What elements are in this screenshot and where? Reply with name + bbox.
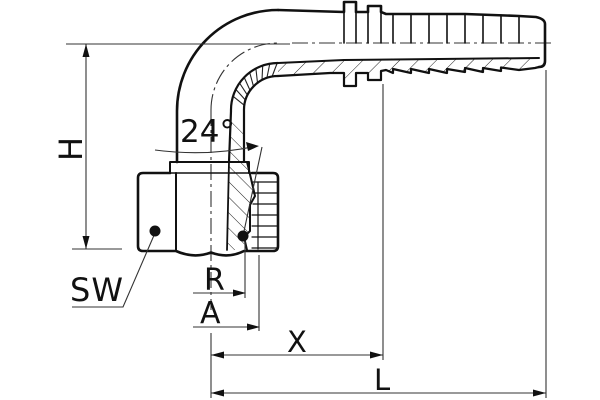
cone-flank-line (242, 146, 263, 237)
centerlines (210, 42, 553, 310)
dimensions (66, 43, 547, 398)
label-r: R (204, 263, 225, 298)
label-angle: 24° (180, 114, 235, 150)
sw-leader-line (72, 232, 156, 308)
h-arrow-up (82, 44, 90, 57)
hatch-bend-rungs (232, 62, 278, 106)
dimension-labels: 24° H SW R A X L (52, 114, 390, 397)
label-l: L (374, 363, 390, 397)
label-x: X (287, 325, 307, 359)
section-hatching (227, 58, 544, 250)
nipple-bore-line (277, 57, 540, 64)
x-arrow-left (211, 351, 224, 359)
label-h: H (52, 137, 90, 161)
angle-arrow (246, 142, 259, 151)
thread-lines (251, 181, 278, 250)
bend-outer-arc (175, 8, 280, 164)
bend-bore-line (227, 61, 280, 164)
dimension-r (193, 241, 246, 298)
label-sw: SW (70, 271, 124, 309)
fitting-outline (136, 0, 547, 257)
dimension-x (210, 84, 384, 398)
r-arrow (233, 289, 246, 297)
dimension-h (66, 43, 290, 250)
l-arrow-right (533, 389, 546, 397)
l-arrow-left (211, 389, 224, 397)
dimension-l (211, 70, 547, 398)
h-arrow-down (82, 236, 90, 249)
nut-outline (136, 171, 280, 257)
hatch-vertical-wall (229, 120, 244, 162)
collar-ring-edges (343, 1, 382, 44)
hatch-cone-zone (227, 162, 255, 250)
dimension-angle (154, 142, 263, 242)
a-arrow (247, 323, 260, 331)
dimension-sw (72, 225, 161, 308)
bend-inner-outer-line (242, 74, 280, 164)
nipple-lower-contour (276, 65, 541, 88)
sw-leader-dot (149, 225, 161, 237)
angle-arc (154, 145, 258, 154)
dimension-a (193, 255, 260, 331)
barb-edges (392, 13, 520, 44)
label-a: A (200, 296, 221, 331)
cone-bore-edge (226, 161, 230, 251)
x-arrow-right (370, 351, 383, 359)
cone-leader-dot (237, 230, 249, 242)
